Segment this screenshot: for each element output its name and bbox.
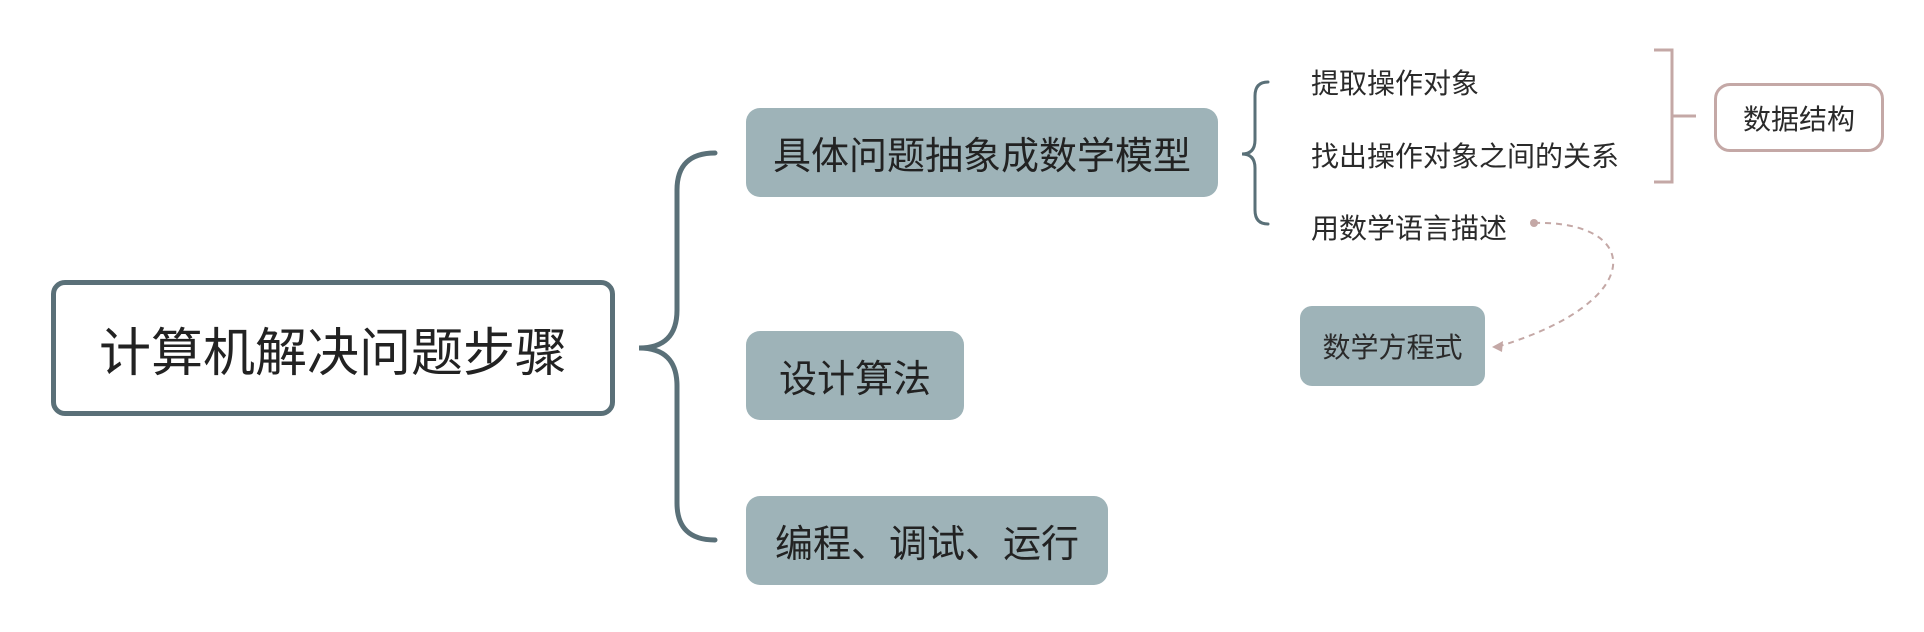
branch-label: 设计算法 xyxy=(778,357,931,401)
sub-brace-connector xyxy=(1241,80,1270,226)
subtopic-extract-objects[interactable]: 提取操作对象 xyxy=(1311,62,1479,102)
summary-label: 数据结构 xyxy=(1742,102,1855,136)
summary-bracket xyxy=(1654,48,1696,184)
relationship-dashed-curve xyxy=(1499,221,1615,347)
branch-abstract-model[interactable]: 具体问题抽象成数学模型 xyxy=(746,108,1218,197)
subtopic-describe-in-math[interactable]: 用数学语言描述 xyxy=(1311,207,1507,247)
callout-label: 数学方程式 xyxy=(1322,331,1463,364)
branch-design-algorithm[interactable]: 设计算法 xyxy=(746,331,964,420)
branch-program-debug-run[interactable]: 编程、调试、运行 xyxy=(746,496,1108,585)
subtopic-label: 用数学语言描述 xyxy=(1311,212,1508,245)
root-label: 计算机解决问题步骤 xyxy=(98,323,567,384)
relationship-arrowhead xyxy=(1492,341,1503,352)
subtopic-find-relations[interactable]: 找出操作对象之间的关系 xyxy=(1311,135,1619,175)
summary-data-structure[interactable]: 数据结构 xyxy=(1714,83,1884,152)
branch-label: 具体问题抽象成数学模型 xyxy=(772,134,1191,178)
main-brace-connector xyxy=(638,150,718,543)
root-node[interactable]: 计算机解决问题步骤 xyxy=(51,280,615,416)
branch-label: 编程、调试、运行 xyxy=(774,522,1079,566)
subtopic-label: 提取操作对象 xyxy=(1311,67,1480,100)
callout-math-equation[interactable]: 数学方程式 xyxy=(1300,306,1485,386)
subtopic-label: 找出操作对象之间的关系 xyxy=(1311,140,1620,173)
